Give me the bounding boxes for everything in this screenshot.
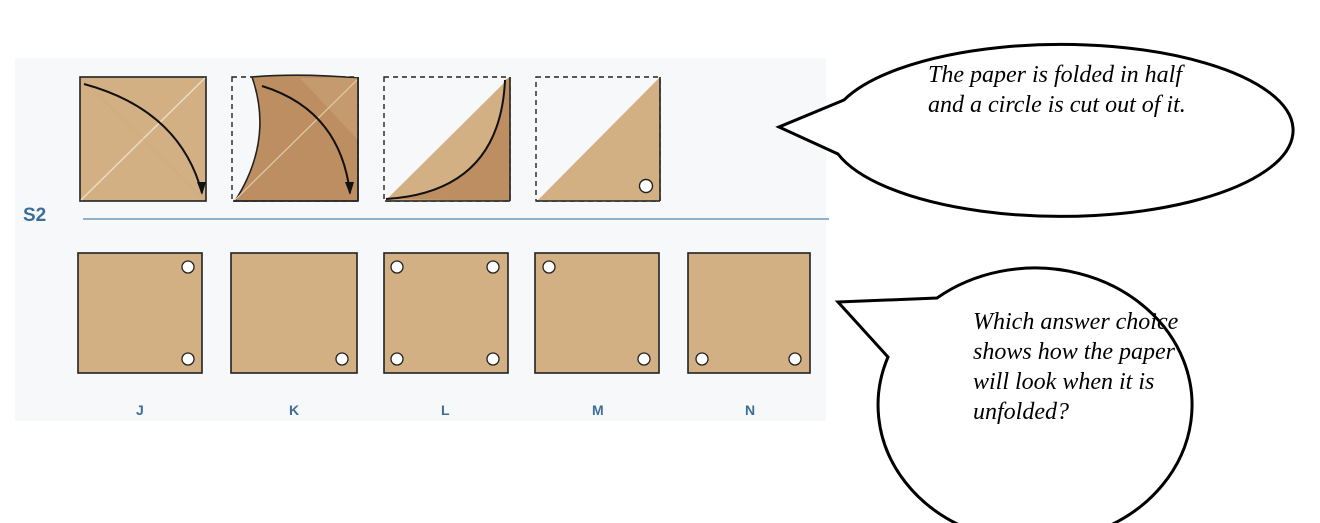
- punched-hole: [638, 178, 654, 194]
- hole: [335, 352, 349, 366]
- answer-label-l[interactable]: L: [441, 402, 450, 418]
- hole: [181, 260, 195, 274]
- hole: [788, 352, 802, 366]
- answer-choice-n[interactable]: [687, 252, 811, 374]
- answer-label-j[interactable]: J: [136, 402, 144, 418]
- fold-step-2: [231, 74, 359, 202]
- callout-top-text: The paper is folded in half and a circle…: [928, 62, 1186, 118]
- fold-arrow: [83, 83, 203, 194]
- hole: [486, 352, 500, 366]
- answer-label-m[interactable]: M: [592, 402, 604, 418]
- hole: [390, 260, 404, 274]
- speech-bubble-top: [775, 42, 1295, 218]
- hole: [486, 260, 500, 274]
- callout-bottom-text: Which answer choice shows how the paper …: [973, 309, 1179, 425]
- hole: [390, 352, 404, 366]
- item-number: S2: [23, 205, 47, 226]
- answer-choice-l[interactable]: [383, 252, 509, 374]
- fold-step-1: [79, 76, 207, 202]
- fold-step-3: [383, 76, 511, 202]
- fold-step-4: [535, 76, 661, 202]
- hole: [637, 352, 651, 366]
- hole: [695, 352, 709, 366]
- answer-choice-m[interactable]: [534, 252, 660, 374]
- answer-choice-j[interactable]: [77, 252, 203, 374]
- answer-choice-k[interactable]: [230, 252, 358, 374]
- answer-label-k[interactable]: K: [289, 402, 300, 418]
- hole: [542, 260, 556, 274]
- answer-label-n[interactable]: N: [745, 402, 756, 418]
- hole: [181, 352, 195, 366]
- fold-arrow: [261, 85, 351, 194]
- speech-bubble-bottom: [834, 266, 1194, 523]
